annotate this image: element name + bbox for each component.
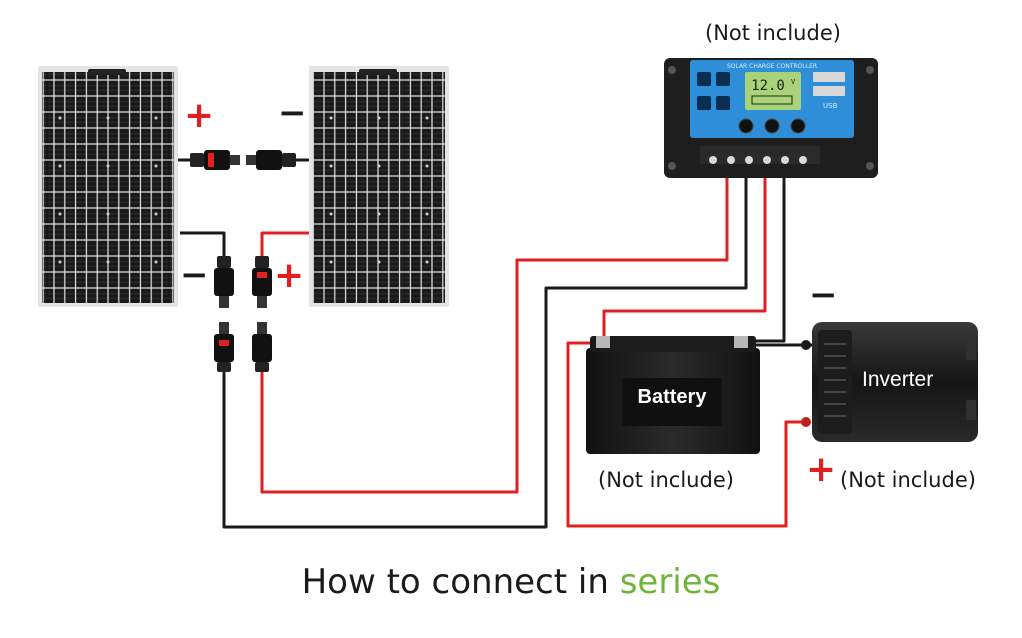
pv-negative-wire [222, 178, 748, 529]
panel2-bottom-positive-sign: + [274, 255, 305, 296]
inverter-icon [801, 322, 978, 442]
charge-controller-icon: SOLAR CHARGE CONTROLLER 12.0 V USB [664, 58, 878, 178]
mc4-connector-icon [246, 150, 296, 170]
mc4-connector-icon [190, 150, 240, 170]
pv-positive-wire [260, 178, 729, 494]
solar-panel-icon [309, 66, 449, 307]
battery-icon [586, 336, 760, 454]
inverter-negative-sign: − [809, 275, 838, 315]
mc4-connector-icon [252, 322, 272, 372]
panel1-negative-lead [180, 231, 226, 258]
controller-not-included-note: (Not include) [705, 21, 841, 45]
inverter-label: Inverter [862, 368, 934, 391]
battery-not-included-note: (Not include) [598, 468, 734, 492]
battery-negative-wire [754, 178, 786, 343]
caption-prefix: How to connect in [301, 562, 609, 602]
panel2-positive-lead [260, 231, 312, 258]
inverter-positive-wire [566, 341, 802, 528]
wires [178, 158, 812, 529]
controller-lcd-unit: V [791, 78, 796, 86]
battery-positive-wire [602, 178, 767, 338]
controller-header: SOLAR CHARGE CONTROLLER [727, 63, 817, 70]
panel1-positive-sign: + [184, 95, 215, 136]
panel2-negative-sign: − [278, 93, 307, 133]
mc4-connector-icon [214, 322, 234, 372]
solar-panel-icon [38, 66, 178, 307]
mc4-connector-icon [252, 256, 272, 308]
caption-highlight: series [619, 562, 721, 602]
mc4-connector-icon [214, 256, 234, 308]
battery-label: Battery [637, 386, 707, 408]
controller-lcd-value: 12.0 [751, 78, 785, 94]
inverter-positive-sign: + [806, 449, 837, 490]
panel1-bottom-negative-sign: − [180, 255, 209, 295]
inverter-not-included-note: (Not include) [840, 468, 976, 492]
diagram-caption: How to connect in series [0, 562, 1022, 602]
controller-usb-label: USB [823, 102, 838, 110]
